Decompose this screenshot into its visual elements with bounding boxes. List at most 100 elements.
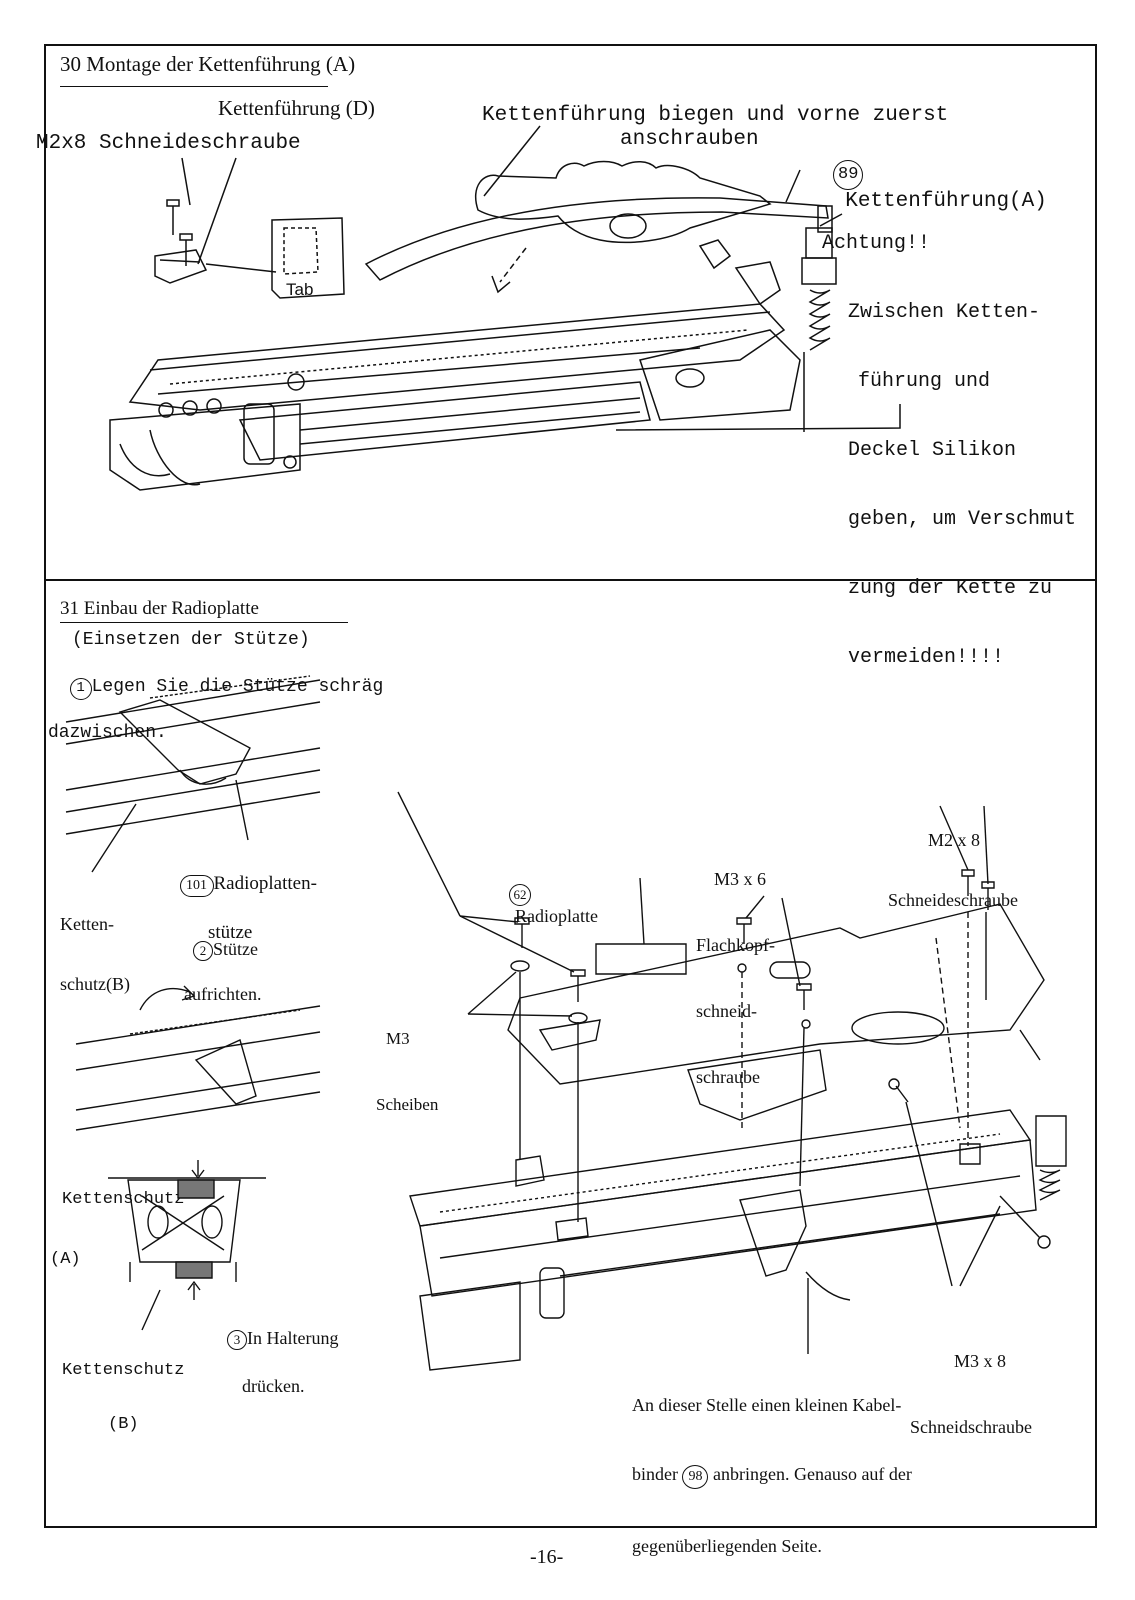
rotation-arrow-head: [182, 986, 194, 1000]
label-kettenfuehrung-a: Kettenführung(A): [845, 190, 1047, 214]
chain-teeth: [440, 1134, 1000, 1212]
screw-icon: [797, 984, 811, 1010]
step3-line1: In Halterung: [247, 1328, 339, 1348]
step2-rail-detail: [76, 986, 320, 1130]
subtitle-stuetze: (Einsetzen der Stütze): [72, 630, 310, 650]
screw-icon: [962, 870, 974, 896]
leader-line: [206, 264, 276, 272]
label-biegen-line2: anschrauben: [620, 128, 759, 151]
warning-line: zung der Kette zu: [848, 577, 1053, 600]
note-line2-start: binder: [632, 1464, 678, 1484]
frame-hole: [183, 401, 197, 415]
radioplatte-text: Radioplatte: [515, 905, 598, 926]
mount-clip: [516, 1156, 544, 1186]
leader-line: [906, 1102, 952, 1286]
tab-detail-bubble: [272, 218, 344, 298]
section31-title: 31 Einbau der Radioplatte: [60, 598, 259, 619]
main-assembly: [398, 792, 1066, 1370]
screw-icon: [167, 200, 179, 235]
frame-side-plate: [240, 382, 650, 460]
washer-icon: [569, 1013, 587, 1023]
chain-guide-end: [818, 206, 832, 232]
press-arrow-down-icon: [192, 1160, 204, 1178]
label-kettenschutz-b2: Kettenschutz (B): [62, 1326, 184, 1452]
frame-rail-line: [150, 312, 770, 370]
bracket-edge: [160, 260, 200, 262]
screw-hole: [802, 1020, 810, 1028]
screw-icon: [515, 918, 529, 948]
label-tab: Tab: [286, 280, 314, 299]
wire: [150, 430, 200, 485]
kettenschutz-a-block: [178, 1180, 214, 1198]
label-m2x8-schneideschraube-2: M2 x 8 Schneideschraube: [888, 790, 1018, 930]
section30-title: 30 Montage der Kettenführung (A): [60, 52, 356, 76]
mount-clip: [556, 1218, 588, 1240]
leader-line: [484, 126, 540, 196]
label-m3x8-schneidschraube: M3 x 8 Schneidschraube: [910, 1306, 1032, 1460]
note-line1: An dieser Stelle einen kleinen Kabel-: [632, 1395, 902, 1415]
screw-icon: [737, 918, 751, 944]
part-98-circle: 98: [682, 1465, 709, 1489]
label-m2x8-schneideschraube: M2x8 Schneideschraube: [36, 132, 301, 155]
step1-rail-detail: [66, 676, 320, 872]
label-m3x6-flachkopf: M3 x 6 Flachkopf- schneid- schraube: [696, 824, 775, 1110]
warning-line: Zwischen Ketten-: [848, 301, 1041, 324]
warning-block: Achtung!! Zwischen Ketten- führung und D…: [822, 186, 1076, 692]
note-line2: binder 98 anbringen. Genauso auf der: [632, 1463, 912, 1489]
leader-line: [820, 214, 842, 226]
tab-outline: [284, 228, 318, 274]
frame-groove: [440, 1176, 1020, 1258]
page-number: -16-: [530, 1546, 564, 1568]
leader-line: [640, 878, 644, 944]
radio-plate-icon: [508, 904, 1044, 1084]
m3-scheiben-line2: Scheiben: [376, 1095, 439, 1114]
spring-icon: [1040, 1170, 1060, 1200]
kettenschutz-b2-line1: Kettenschutz: [62, 1361, 185, 1380]
leader-line: [182, 158, 190, 205]
leader-line: [92, 804, 136, 872]
step3-line2: drücken.: [242, 1376, 305, 1396]
m3x8-line: M3 x 8: [954, 1351, 1007, 1371]
leader-line: [746, 896, 764, 918]
part-89-callout: 89 Kettenführung(A): [808, 136, 1047, 214]
support-part-icon: [196, 1040, 256, 1104]
frame-end-block: [110, 404, 300, 490]
wire: [120, 444, 170, 476]
leader-line: [786, 170, 800, 202]
part101-line1: Radioplatten-: [213, 873, 317, 894]
schneidschraube-line: Schneidschraube: [910, 1417, 1032, 1437]
plate-arm: [540, 1020, 600, 1050]
rail-line: [76, 1006, 320, 1130]
leader-line: [616, 404, 900, 430]
motion-arrow: [500, 248, 526, 282]
m2x8-line: M2 x 8: [928, 830, 981, 850]
chain-teeth: [130, 1010, 300, 1034]
kettenschutz-a-line2: (A): [50, 1250, 81, 1269]
support-hole: [148, 1206, 168, 1238]
support-curve: [180, 770, 226, 784]
mount-clip: [960, 1144, 980, 1164]
frame-clip: [736, 262, 780, 304]
kettenschutz-b-line1: Ketten-: [60, 914, 114, 934]
washer-icon: [511, 961, 529, 971]
radio-plate-boss: [596, 944, 686, 974]
rail-line: [66, 680, 320, 834]
leader-line: [198, 158, 236, 264]
assembly-arrow-dashed: [936, 938, 960, 1128]
part101-line2: stütze: [208, 922, 253, 943]
screw-icon: [889, 1079, 908, 1102]
assembly-arrow: [800, 1028, 804, 1186]
step1-number-circle: 1: [69, 678, 92, 700]
kettenschutz-b-line2: schutz(B): [60, 974, 130, 994]
leader-line: [468, 972, 516, 1014]
step1-line2: dazwischen.: [48, 723, 167, 743]
warning-line: vermeiden!!!!: [848, 646, 1005, 669]
step2-line2: aufrichten.: [184, 984, 262, 1004]
support-part-installed: [740, 1190, 806, 1276]
support-part-icon: [120, 700, 250, 784]
step3-number-circle: 3: [227, 1330, 247, 1350]
shock-body: [1036, 1116, 1066, 1166]
frame-groove: [300, 398, 640, 430]
